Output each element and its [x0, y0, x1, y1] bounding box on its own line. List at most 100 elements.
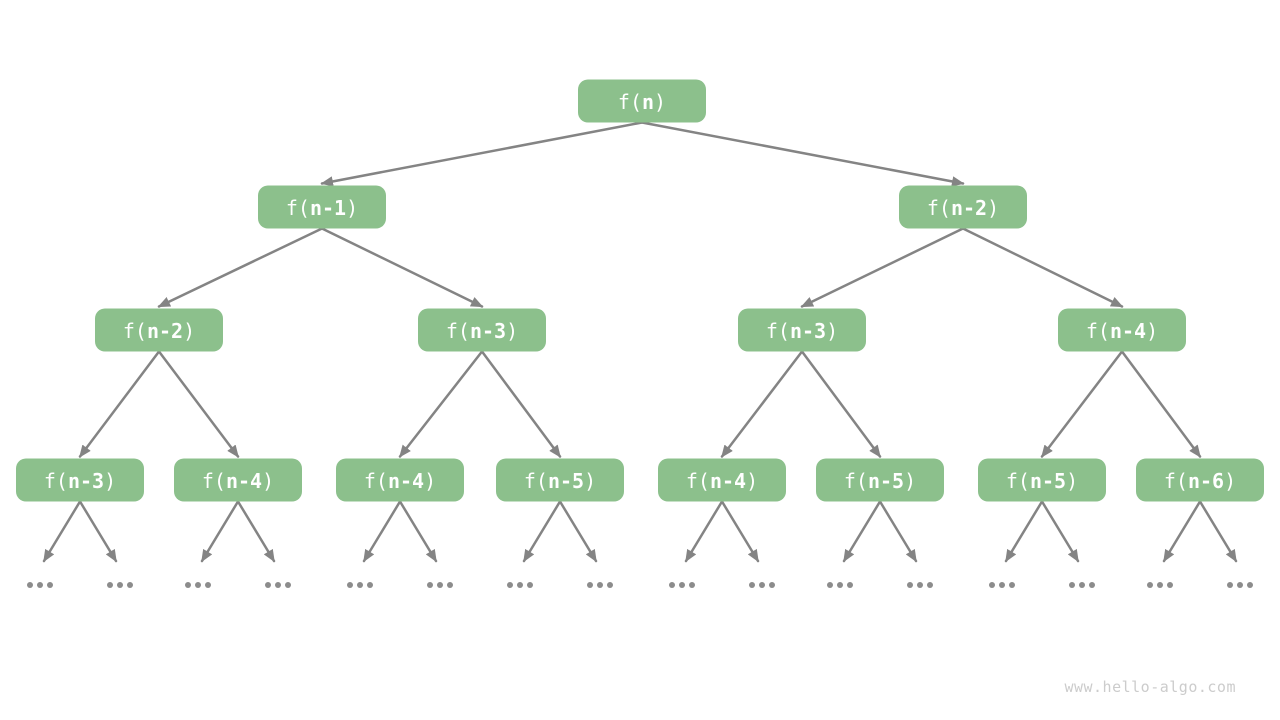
- edge-arrow: [1198, 500, 1238, 563]
- tree-node-label: f(n-4): [364, 469, 436, 493]
- tree-node: f(n-2): [899, 185, 1027, 229]
- leaf-dot: [679, 582, 685, 588]
- tree-node-label: f(n-5): [1006, 469, 1078, 493]
- tree-node-box: [899, 185, 1027, 229]
- leaf-dot: [185, 582, 191, 588]
- tree-node-box: [496, 458, 624, 502]
- tree-node: f(n-4): [174, 458, 302, 502]
- leaf-ellipsis: [1069, 582, 1095, 588]
- leaf-dot: [999, 582, 1005, 588]
- edges-layer: [42, 121, 1238, 563]
- leaf-dot: [587, 582, 593, 588]
- tree-node: f(n-5): [978, 458, 1106, 502]
- tree-node: f(n-4): [336, 458, 464, 502]
- edge-arrow: [961, 227, 1124, 308]
- tree-node-box: [418, 308, 546, 352]
- edge-arrow: [157, 227, 324, 308]
- leaf-dot: [1237, 582, 1243, 588]
- leaf-ellipsis: [907, 582, 933, 588]
- leaf-ellipsis: [749, 582, 775, 588]
- edge-arrow: [157, 350, 240, 458]
- leaf-dot: [195, 582, 201, 588]
- leaf-dot: [427, 582, 433, 588]
- leaf-ellipsis: [427, 582, 453, 588]
- leaf-dot: [275, 582, 281, 588]
- tree-node-label: f(n-3): [446, 319, 518, 343]
- leaf-dot: [27, 582, 33, 588]
- tree-node: f(n-3): [738, 308, 866, 352]
- tree-node-label: f(n-3): [44, 469, 116, 493]
- leaf-dot: [847, 582, 853, 588]
- leaf-dot: [447, 582, 453, 588]
- nodes-layer: f(n)f(n-1)f(n-2)f(n-2)f(n-3)f(n-3)f(n-4)…: [16, 79, 1264, 502]
- tree-node-box: [978, 458, 1106, 502]
- tree-node: f(n-6): [1136, 458, 1264, 502]
- edge-arrow: [720, 350, 804, 458]
- edge-arrow: [320, 121, 644, 187]
- tree-node-label: f(n-2): [927, 196, 999, 220]
- edge-arrow: [842, 500, 882, 563]
- leaf-dot: [1009, 582, 1015, 588]
- tree-node: f(n-1): [258, 185, 386, 229]
- leaf-dot: [507, 582, 513, 588]
- leaf-dot: [1079, 582, 1085, 588]
- leaf-dot: [689, 582, 695, 588]
- leaf-dot: [1147, 582, 1153, 588]
- edge-arrow: [800, 350, 882, 458]
- edge-arrow: [200, 500, 240, 563]
- edge-arrow: [558, 500, 598, 563]
- edge-arrow: [236, 500, 276, 563]
- tree-node-box: [738, 308, 866, 352]
- leaf-dot: [749, 582, 755, 588]
- leaf-dot: [989, 582, 995, 588]
- tree-node-box: [658, 458, 786, 502]
- tree-node-box: [816, 458, 944, 502]
- leaf-dot: [917, 582, 923, 588]
- leaf-dot: [367, 582, 373, 588]
- leaf-ellipsis: [989, 582, 1015, 588]
- tree-node: f(n-5): [496, 458, 624, 502]
- leaf-dot: [837, 582, 843, 588]
- leaf-ellipsis: [587, 582, 613, 588]
- edge-arrow: [480, 350, 562, 458]
- edge-arrow: [1040, 350, 1124, 458]
- leaf-ellipsis: [507, 582, 533, 588]
- leaves-layer: [27, 582, 1253, 588]
- leaf-dot: [759, 582, 765, 588]
- tree-node: f(n-4): [658, 458, 786, 502]
- leaf-ellipsis: [1227, 582, 1253, 588]
- leaf-dot: [597, 582, 603, 588]
- leaf-dot: [107, 582, 113, 588]
- tree-node-box: [174, 458, 302, 502]
- leaf-ellipsis: [185, 582, 211, 588]
- leaf-dot: [1157, 582, 1163, 588]
- tree-node-box: [336, 458, 464, 502]
- edge-arrow: [1040, 500, 1080, 563]
- leaf-dot: [127, 582, 133, 588]
- tree-node-label: f(n-1): [286, 196, 358, 220]
- tree-node-label: f(n-2): [123, 319, 195, 343]
- edge-arrow: [1120, 350, 1202, 458]
- watermark-text: www.hello-algo.com: [1064, 678, 1236, 696]
- edge-arrow: [78, 350, 161, 458]
- leaf-dot: [907, 582, 913, 588]
- tree-node-label: f(n-4): [202, 469, 274, 493]
- leaf-dot: [285, 582, 291, 588]
- leaf-dot: [1227, 582, 1233, 588]
- leaf-dot: [437, 582, 443, 588]
- leaf-dot: [1247, 582, 1253, 588]
- leaf-ellipsis: [265, 582, 291, 588]
- edge-arrow: [1162, 500, 1202, 563]
- tree-node: f(n-3): [16, 458, 144, 502]
- edge-arrow: [42, 500, 82, 563]
- leaf-ellipsis: [827, 582, 853, 588]
- leaf-dot: [607, 582, 613, 588]
- leaf-ellipsis: [347, 582, 373, 588]
- edge-arrow: [320, 227, 484, 308]
- leaf-ellipsis: [107, 582, 133, 588]
- tree-node-label: f(n-6): [1164, 469, 1236, 493]
- leaf-ellipsis: [1147, 582, 1173, 588]
- leaf-dot: [527, 582, 533, 588]
